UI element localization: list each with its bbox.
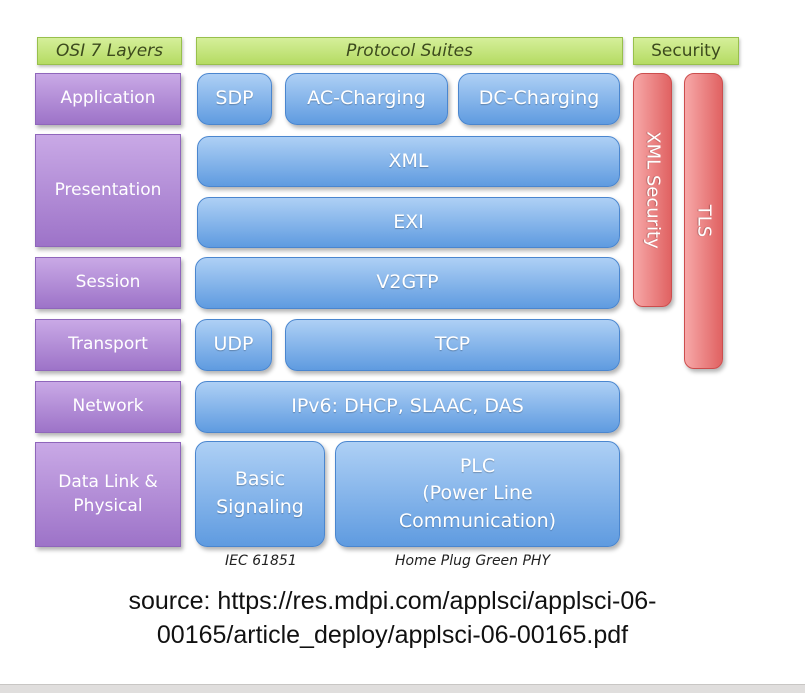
header-security: Security — [633, 37, 739, 65]
protocol-ac-charging: AC-Charging — [285, 73, 448, 125]
osi-layer-network: Network — [35, 381, 181, 433]
protocol-plc: PLC (Power Line Communication) — [335, 441, 620, 547]
tls-label: TLS — [693, 204, 714, 238]
bottom-bar — [0, 684, 805, 693]
security-tls: TLS — [684, 73, 723, 369]
basic-signaling-line-1: Basic — [234, 468, 286, 491]
protocol-sdp: SDP — [197, 73, 272, 125]
caption-iec-61851: IEC 61851 — [225, 553, 297, 569]
protocol-xml: XML — [197, 136, 620, 187]
security-xml-security: XML Security — [633, 73, 672, 307]
osi-layer-transport: Transport — [35, 319, 181, 371]
source-text: source: https://res.mdpi.com/applsci/app… — [0, 584, 785, 652]
osi-layer-application: Application — [35, 73, 181, 125]
osi-layer-presentation: Presentation — [35, 134, 181, 247]
xml-security-label: XML Security — [642, 131, 663, 249]
basic-signaling-line-2: Signaling — [216, 496, 304, 518]
osi-layer-session: Session — [35, 257, 181, 309]
plc-line-1: PLC — [459, 454, 496, 477]
plc-line-2: (Power Line — [422, 482, 533, 505]
protocol-tcp: TCP — [285, 319, 620, 371]
plc-line-3: Communication) — [398, 509, 557, 532]
protocol-v2gtp: V2GTP — [195, 257, 620, 309]
datalink-line-1: Data Link & — [58, 471, 158, 492]
protocol-exi: EXI — [197, 197, 620, 248]
osi-layer-datalink-physical: Data Link & Physical — [35, 442, 181, 547]
source-line-1: source: https://res.mdpi.com/applsci/app… — [128, 587, 657, 615]
header-protocol-suites: Protocol Suites — [196, 37, 623, 65]
protocol-ipv6: IPv6: DHCP, SLAAC, DAS — [195, 381, 620, 433]
header-osi-layers: OSI 7 Layers — [37, 37, 182, 65]
datalink-line-2: Physical — [73, 495, 143, 516]
protocol-basic-signaling: Basic Signaling — [195, 441, 325, 547]
protocol-dc-charging: DC-Charging — [458, 73, 620, 125]
caption-home-plug: Home Plug Green PHY — [395, 553, 551, 569]
protocol-udp: UDP — [195, 319, 272, 371]
source-line-2: 00165/article_deploy/applsci-06-00165.pd… — [156, 621, 629, 649]
